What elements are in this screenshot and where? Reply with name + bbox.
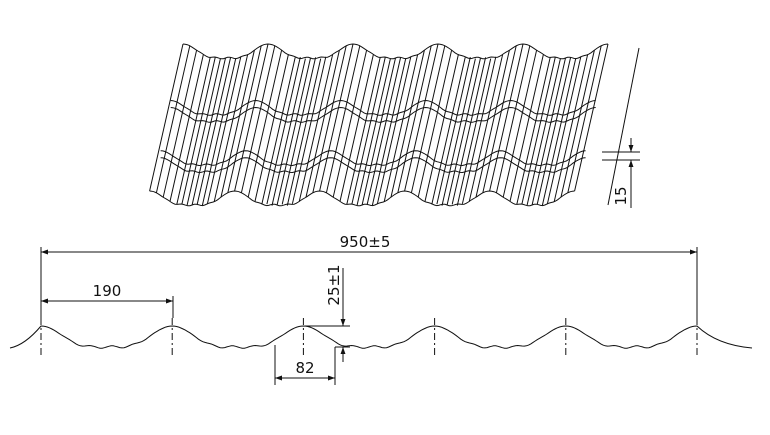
corrugation-line xyxy=(489,43,524,192)
corrugation-line xyxy=(149,43,184,192)
corrugation-line xyxy=(206,56,242,204)
corrugation-line xyxy=(502,50,538,198)
corrugation-line xyxy=(176,57,211,205)
corrugation-line xyxy=(441,58,476,206)
corrugation-line xyxy=(574,43,609,192)
overall-width-label: 950±5 xyxy=(340,233,391,251)
corrugation-line xyxy=(181,56,216,205)
corrugation-line xyxy=(560,49,595,198)
valley-width-dimension xyxy=(274,345,336,385)
corrugation-line xyxy=(271,58,306,206)
sheet-corrugations xyxy=(149,43,609,206)
corrugation-line xyxy=(431,57,466,205)
profile-height-label: 25±1 xyxy=(325,264,343,305)
valley-width-label: 82 xyxy=(295,359,314,377)
corrugation-line xyxy=(509,54,544,202)
corrugation-line xyxy=(319,43,354,192)
crest-center-lines xyxy=(40,318,698,356)
corrugation-line xyxy=(247,50,283,198)
corrugation-line xyxy=(201,58,237,206)
corrugation-line xyxy=(266,56,301,205)
corrugation-line xyxy=(298,54,334,202)
corrugation-line xyxy=(234,43,269,192)
corrugation-line xyxy=(276,57,311,206)
step-row-line xyxy=(160,150,586,167)
step-row-line xyxy=(170,106,596,123)
corrugation-line xyxy=(456,58,492,206)
corrugation-line xyxy=(213,54,249,202)
corrugation-line xyxy=(254,54,289,202)
corrugation-line xyxy=(404,43,439,192)
corrugation-line xyxy=(397,45,432,193)
corrugation-line xyxy=(424,54,459,202)
corrugation-line xyxy=(366,57,402,205)
corrugation-line xyxy=(390,49,425,198)
corrugation-line xyxy=(468,54,504,202)
corrugation-line xyxy=(356,58,391,206)
corrugation-line xyxy=(417,50,453,198)
corrugation-line xyxy=(346,57,381,205)
corrugation-line xyxy=(446,57,481,206)
corrugation-line xyxy=(546,56,582,204)
step-height-dimension xyxy=(602,138,640,208)
step-row-line xyxy=(170,99,596,116)
corrugation-line xyxy=(281,57,317,205)
corrugation-line xyxy=(305,49,340,198)
profile-outline xyxy=(9,325,753,349)
corrugation-line xyxy=(351,56,386,205)
sheet-right-edge xyxy=(607,47,640,206)
step-row-line xyxy=(160,157,586,174)
corrugation-line xyxy=(196,57,232,205)
corrugation-line xyxy=(461,56,497,204)
corrugation-line xyxy=(482,45,517,193)
corrugation-line xyxy=(325,45,361,193)
corrugation-line xyxy=(410,45,446,193)
corrugation-line xyxy=(495,45,531,193)
sheet-top-edge xyxy=(182,43,609,60)
corrugation-line xyxy=(361,57,396,206)
corrugation-line xyxy=(567,45,602,193)
corrugation-line xyxy=(191,57,226,206)
corrugation-line xyxy=(291,56,327,204)
corrugation-line xyxy=(526,58,561,206)
sheet-step-rows xyxy=(160,99,596,174)
corrugation-line xyxy=(339,54,374,202)
step-height-label: 15 xyxy=(612,186,630,205)
corrugation-line xyxy=(516,57,551,205)
corrugation-line xyxy=(436,56,471,205)
pitch-dimension xyxy=(41,296,174,318)
corrugation-line xyxy=(169,54,204,202)
corrugation-line xyxy=(541,58,577,206)
corrugation-line xyxy=(553,54,589,202)
corrugation-line xyxy=(451,57,487,205)
corrugation-line xyxy=(521,56,556,205)
isometric-sheet-view xyxy=(149,43,640,207)
corrugation-line xyxy=(162,50,198,198)
corrugation-line xyxy=(332,50,368,198)
sheet-bottom-edge xyxy=(149,190,575,207)
corrugation-line xyxy=(536,57,572,205)
corrugation-line xyxy=(227,45,262,193)
corrugation-line xyxy=(220,49,255,198)
profile-height-dimension xyxy=(305,268,350,362)
corrugation-line xyxy=(240,45,276,193)
corrugation-line xyxy=(261,57,296,205)
corrugation-line xyxy=(531,57,566,206)
corrugation-line xyxy=(383,54,419,202)
corrugation-line xyxy=(371,58,407,206)
cross-section-profile xyxy=(9,318,753,356)
corrugation-line xyxy=(286,58,322,206)
corrugation-line xyxy=(475,49,510,198)
corrugation-line xyxy=(186,58,221,206)
pitch-label: 190 xyxy=(93,282,122,300)
corrugation-line xyxy=(155,45,191,193)
overall-width-dimension xyxy=(40,247,698,318)
corrugation-line xyxy=(312,45,347,193)
corrugation-line xyxy=(376,56,412,204)
